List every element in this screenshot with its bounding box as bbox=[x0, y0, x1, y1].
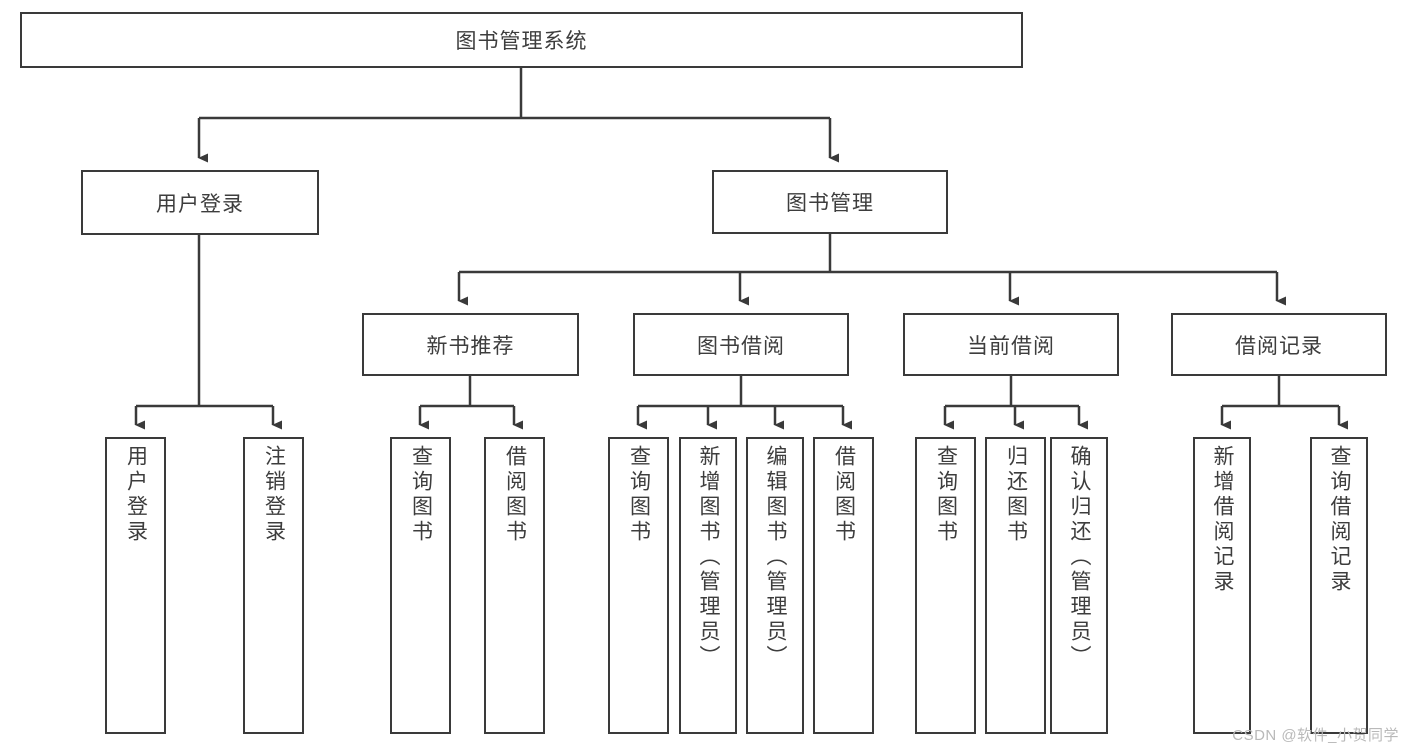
leaf-user-login[interactable]: 用户登录 bbox=[105, 437, 166, 734]
leaf-edit-book-admin[interactable]: 编辑图书（管理员） bbox=[746, 437, 804, 734]
leaf-label: 确认归还（管理员） bbox=[1068, 445, 1092, 670]
leaf-query-book-current[interactable]: 查询图书 bbox=[915, 437, 976, 734]
node-user-login[interactable]: 用户登录 bbox=[81, 170, 319, 235]
node-label: 用户登录 bbox=[156, 192, 244, 216]
node-label: 图书借阅 bbox=[697, 334, 785, 358]
leaf-label: 查询借阅记录 bbox=[1328, 445, 1352, 595]
node-book-management[interactable]: 图书管理 bbox=[712, 170, 948, 234]
watermark: CSDN @软件_小贺同学 bbox=[1232, 727, 1399, 744]
leaf-return-book[interactable]: 归还图书 bbox=[985, 437, 1046, 734]
leaf-label: 新增图书（管理员） bbox=[697, 445, 721, 670]
leaf-add-book-admin[interactable]: 新增图书（管理员） bbox=[679, 437, 737, 734]
leaf-query-book-recommend[interactable]: 查询图书 bbox=[390, 437, 451, 734]
node-label: 新书推荐 bbox=[426, 334, 515, 358]
leaf-borrow-book[interactable]: 借阅图书 bbox=[813, 437, 874, 734]
leaf-query-book-borrow[interactable]: 查询图书 bbox=[608, 437, 669, 734]
leaf-label: 用户登录 bbox=[124, 445, 148, 545]
leaf-label: 借阅图书 bbox=[832, 445, 856, 545]
leaf-label: 借阅图书 bbox=[503, 445, 527, 545]
node-book-borrow[interactable]: 图书借阅 bbox=[633, 313, 849, 376]
leaf-query-borrow-record[interactable]: 查询借阅记录 bbox=[1310, 437, 1368, 734]
leaf-label: 新增借阅记录 bbox=[1211, 445, 1235, 595]
node-borrow-record[interactable]: 借阅记录 bbox=[1171, 313, 1387, 376]
node-root-label: 图书管理系统 bbox=[455, 30, 588, 53]
leaf-logout[interactable]: 注销登录 bbox=[243, 437, 304, 734]
node-root[interactable]: 图书管理系统 bbox=[20, 12, 1023, 68]
leaf-label: 查询图书 bbox=[934, 445, 958, 545]
leaf-add-borrow-record[interactable]: 新增借阅记录 bbox=[1193, 437, 1251, 734]
leaf-label: 编辑图书（管理员） bbox=[764, 445, 788, 670]
node-label: 图书管理 bbox=[786, 192, 874, 215]
leaf-label: 查询图书 bbox=[409, 445, 433, 545]
leaf-label: 注销登录 bbox=[262, 445, 286, 545]
leaf-confirm-return-admin[interactable]: 确认归还（管理员） bbox=[1050, 437, 1108, 734]
node-label: 借阅记录 bbox=[1235, 334, 1323, 358]
node-new-book-recommend[interactable]: 新书推荐 bbox=[362, 313, 579, 376]
leaf-label: 归还图书 bbox=[1004, 445, 1028, 545]
node-label: 当前借阅 bbox=[967, 334, 1055, 358]
leaf-borrow-book-recommend[interactable]: 借阅图书 bbox=[484, 437, 545, 734]
node-current-borrow[interactable]: 当前借阅 bbox=[903, 313, 1119, 376]
leaf-label: 查询图书 bbox=[627, 445, 651, 545]
